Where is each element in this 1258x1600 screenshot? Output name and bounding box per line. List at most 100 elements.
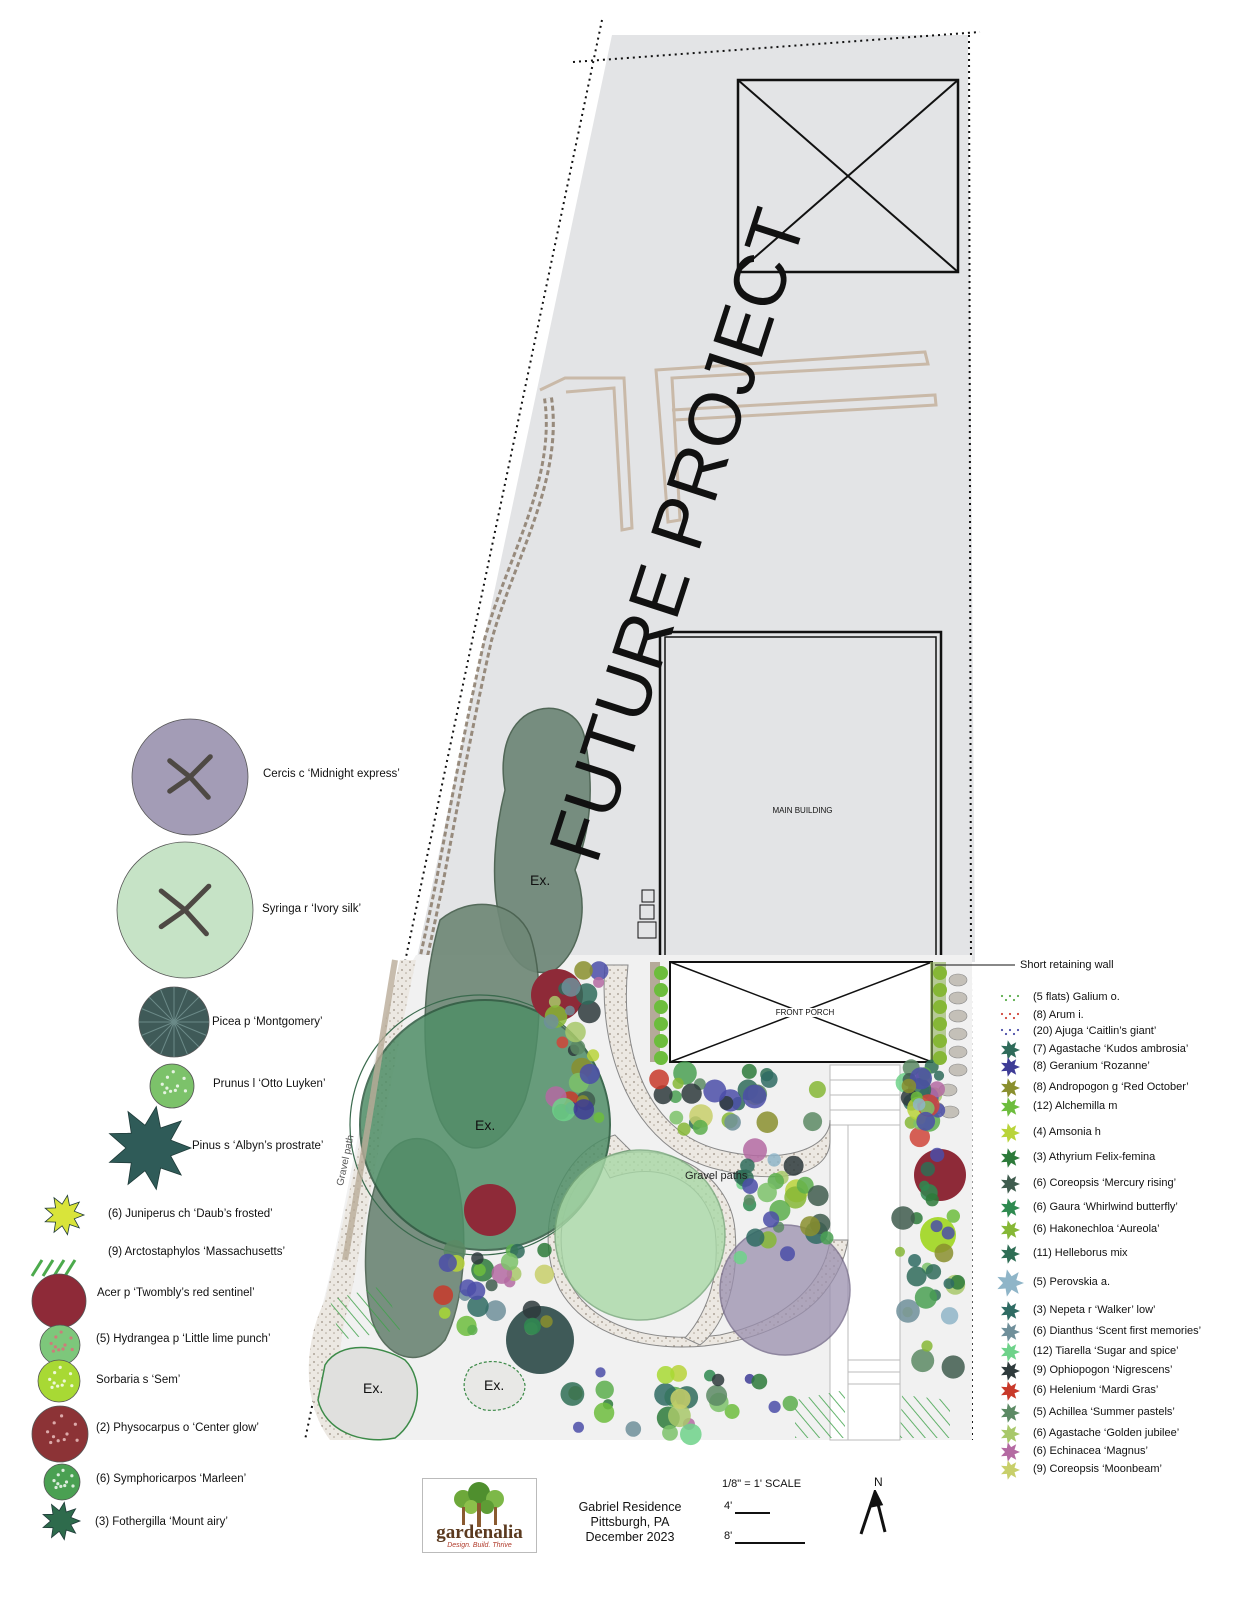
plant-mark [467,1295,489,1318]
plant-mark [670,1365,687,1382]
plant-mark [575,983,598,1005]
plant-mark [534,1264,555,1285]
picea-icon [138,986,210,1058]
retaining-wall-label: Short retaining wall [1020,959,1114,971]
plant-mark [808,1081,826,1098]
legend-left-label: Syringa r ‘Ivory silk’ [262,903,362,915]
arctostaphylos-bed-right [795,1390,845,1438]
plant-mark [768,1400,781,1413]
legend-right-label: (3) Nepeta r ‘Walker’ low’ [1033,1304,1156,1316]
geranium-icon [1001,1057,1020,1077]
legend-left-label: (3) Fothergilla ‘Mount airy’ [95,1516,228,1528]
plant-mark [820,1231,834,1245]
logo: gardenalia Design. Build. Thrive [422,1478,537,1553]
plant-mark [561,977,581,997]
existing-bed-left [317,1346,419,1441]
plant-mark [703,1079,727,1103]
plant-mark [925,1264,942,1280]
plant-mark [930,1220,943,1233]
acer-tree-plan-mid [464,1184,516,1236]
plant-mark [471,1252,484,1265]
legend-right-label: (12) Tiarella ‘Sugar and spice’ [1033,1345,1179,1357]
legend-right-label: (9) Coreopsis ‘Moonbeam’ [1033,1463,1162,1475]
plant-mark [742,1084,767,1109]
legend-left-label: Pinus s ‘Albyn’s prostrate’ [192,1140,324,1152]
plant-mark [668,1404,691,1428]
plant-mark [689,1104,713,1128]
ophiopogon-icon [1001,1361,1020,1381]
logo-text: gardenalia [436,1522,523,1543]
legend-left-label: (5) Hydrangea p ‘Little lime punch’ [96,1333,271,1345]
property-line-top [572,31,981,63]
plant-mark [780,1246,795,1262]
plant-mark [565,1021,586,1043]
north-label: N [874,1475,883,1489]
legend-left-label: (6) Symphoricarpos ‘Marleen’ [96,1473,247,1485]
plant-mark [466,1281,486,1301]
legend-left-label: (2) Physocarpus o ‘Center glow’ [96,1422,259,1434]
plant-mark [595,1380,614,1400]
plant-mark [743,1194,755,1206]
plant-mark [577,1000,601,1024]
existing-label-big: Ex. [475,1117,496,1133]
legend-right-label: (6) Agastache ‘Golden jubilee’ [1033,1427,1180,1439]
legend-left-label: (6) Juniperus ch ‘Daub’s frosted’ [108,1208,273,1220]
alchemilla-icon [1001,1097,1020,1117]
plant-scatter [433,961,966,1446]
legend-left-label: Sorbaria s ‘Sem’ [96,1374,181,1386]
front-porch-label: FRONT PORCH [755,1008,855,1017]
plant-mark [933,966,947,980]
plant-mark [485,1300,506,1322]
plant-mark [677,1122,691,1136]
legend-right-label: (5) Perovskia a. [1033,1276,1111,1288]
existing-bed-right [463,1360,526,1411]
plant-mark [724,1114,741,1131]
plant-mark [570,1039,586,1055]
project-date: December 2023 [585,1530,675,1544]
legend-left-label: (9) Arctostaphylos ‘Massachusetts’ [108,1246,286,1258]
agastache-kudos-icon [1001,1040,1020,1060]
main-building-label: MAIN BUILDING [772,806,833,815]
hydrangea-icon [39,1324,81,1366]
plant-mark [573,1421,584,1433]
legend-right-label: (6) Echinacea ‘Magnus’ [1033,1445,1148,1457]
gravel-paths-label: Gravel paths [685,1170,748,1182]
plant-mark [940,1307,959,1325]
garage [736,78,960,274]
plant-mark [921,1340,933,1352]
plant-mark [467,1324,478,1336]
picea-plan [506,1306,574,1374]
plant-mark [672,1077,684,1089]
legend-right-label: (5 flats) Galium o. [1033,991,1120,1003]
plant-mark [767,1153,781,1167]
driveway-outline-2 [654,350,930,524]
legend-left-label: Prunus l ‘Otto Luyken’ [213,1078,326,1090]
dianthus-icon [1001,1322,1020,1342]
pinus-icon [108,1105,193,1191]
nepeta-icon [1001,1301,1020,1321]
scale-4-label: 4' [724,1500,733,1512]
plant-mark [587,1049,600,1062]
ajuga-icon [1000,1028,1020,1036]
plant-mark [933,1034,947,1048]
plant-mark [800,1216,821,1237]
plant-mark [930,1147,945,1162]
agastache-golden-icon [1001,1424,1020,1444]
echinacea-icon [1001,1442,1020,1462]
legend-right-label: (7) Agastache ‘Kudos ambrosia’ [1033,1043,1189,1055]
project-location: Pittsburgh, PA [590,1515,670,1529]
legend-right-label: (3) Athyrium Felix-femina [1033,1151,1156,1163]
plant-mark [807,1185,829,1207]
plant-mark [934,1243,954,1263]
coreopsis-mercury-icon [1001,1174,1020,1194]
plant-mark [782,1395,798,1412]
existing-tree-tall [493,707,591,974]
plant-mark [706,1384,728,1406]
juniperus-icon [44,1194,86,1236]
scale-bar-4 [735,1512,770,1514]
perovskia-icon [997,1269,1024,1297]
plant-mark [711,1373,725,1387]
scale-8-label: 8' [724,1530,733,1542]
plant-mark [654,966,668,980]
plant-mark [593,1112,605,1123]
